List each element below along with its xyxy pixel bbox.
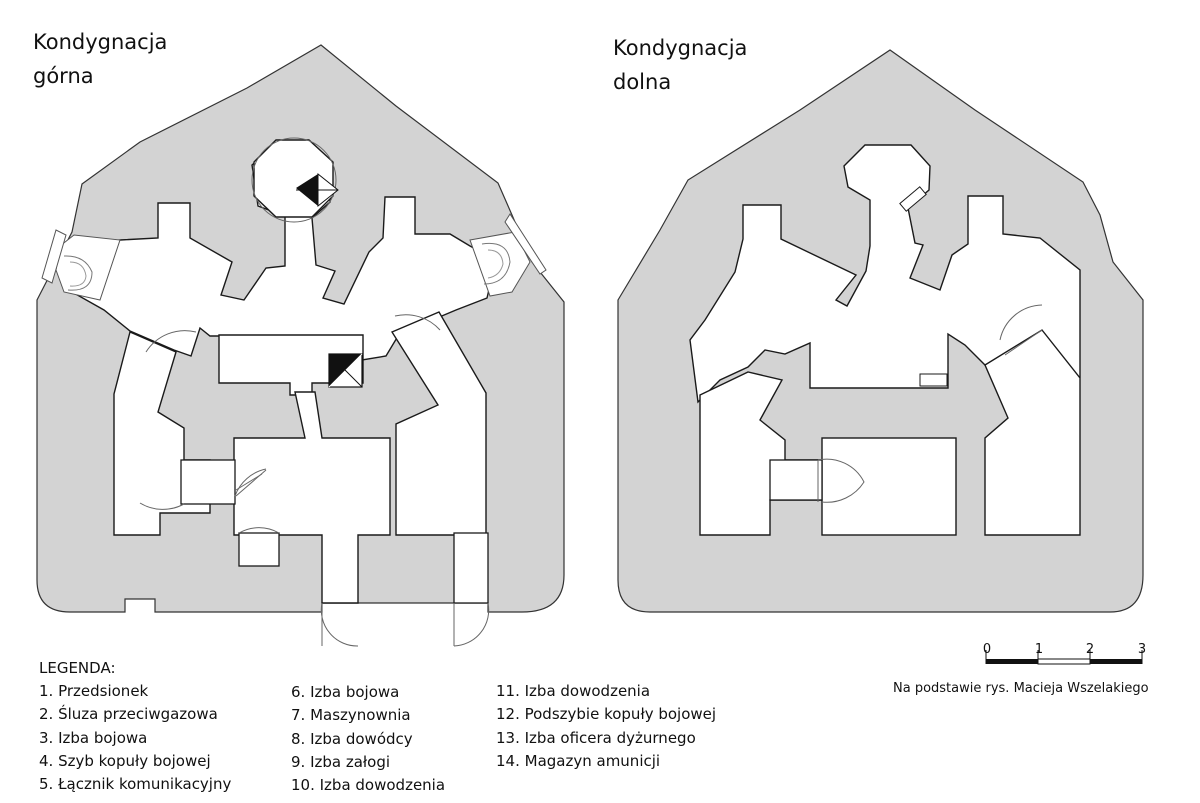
upper-floor-right-wing <box>390 311 487 536</box>
lower-floor-plan <box>617 49 1144 613</box>
upper-floor-title-line1: Kondygnacja <box>33 30 168 54</box>
upper-floor-command-rooms <box>233 391 391 604</box>
scale-tick-label: 2 <box>1085 642 1095 657</box>
legend-column-1: 1. Przedsionek 2. Śluza przeciwgazowa 3.… <box>39 680 231 796</box>
scale-tick-label: 0 <box>982 642 992 657</box>
lower-floor-title: Kondygnacja dolna <box>613 31 747 99</box>
lower-floor-title-line1: Kondygnacja <box>613 36 748 60</box>
upper-floor-left-embrasure <box>41 229 121 301</box>
lower-floor-right-wing <box>984 329 1081 536</box>
legend-item: 10. Izba dowodzenia <box>291 776 446 795</box>
lower-floor-title-line2: dolna <box>613 70 672 94</box>
legend-item: 6. Izba bojowa <box>291 683 400 701</box>
legend-item: 9. Izba załogi <box>291 752 391 771</box>
legend-item: 4. Szyb kopuły bojowej <box>39 751 211 770</box>
legend-item: 3. Izba bojowa <box>39 728 148 747</box>
legend-item: 1. Przedsionek <box>39 682 149 700</box>
legend-item: 11. Izba dowodzenia <box>496 682 651 700</box>
legend-item: 5. Łącznik komunikacyjny <box>39 775 232 794</box>
legend-column-3: 11. Izba dowodzenia 12. Podszybie kopuły… <box>496 680 716 773</box>
scale-bar <box>985 650 1143 665</box>
upper-floor-passage-right <box>453 532 489 604</box>
upper-floor-plan <box>36 44 565 647</box>
upper-floor-right-embrasure <box>469 213 547 297</box>
legend-item: 13. Izba oficera dyżurnego <box>496 728 696 747</box>
legend-item: 8. Izba dowódcy <box>291 729 413 748</box>
lower-floor-main-rooms <box>689 144 1081 404</box>
upper-floor-door-swings <box>139 314 490 647</box>
upper-floor-main-rooms <box>67 139 497 361</box>
upper-floor-dome-ladder-icon <box>296 172 339 208</box>
upper-floor-small-room-left <box>238 532 280 567</box>
upper-floor-dome-circle <box>251 137 337 223</box>
legend-item: 2. Śluza przeciwgazowa <box>39 705 218 724</box>
legend-item: 12. Podszybie kopuły bojowej <box>496 705 717 724</box>
lower-floor-central-entry <box>769 459 823 501</box>
legend-item: 7. Maszynownia <box>291 706 411 725</box>
upper-floor-entry-left <box>180 459 236 505</box>
lower-floor-door-swings <box>817 304 1043 503</box>
lower-floor-small-niche-2 <box>899 186 927 212</box>
lower-floor-central-room <box>821 437 957 536</box>
scale-tick-label: 3 <box>1137 642 1147 657</box>
legend-item: 14. Magazyn amunicji <box>496 751 661 770</box>
legend-heading: LEGENDA: <box>39 659 116 677</box>
upper-floor-hatch-icon <box>328 353 363 388</box>
scale-tick-label: 1 <box>1034 642 1044 657</box>
upper-floor-title: Kondygnacja górna <box>33 25 167 93</box>
legend-column-2: 6. Izba bojowa 7. Maszynownia 8. Izba do… <box>291 681 445 797</box>
source-caption: Na podstawie rys. Macieja Wszelakiego <box>893 681 1149 696</box>
lower-floor-small-niche <box>919 373 948 387</box>
upper-floor-title-line2: górna <box>33 64 94 88</box>
